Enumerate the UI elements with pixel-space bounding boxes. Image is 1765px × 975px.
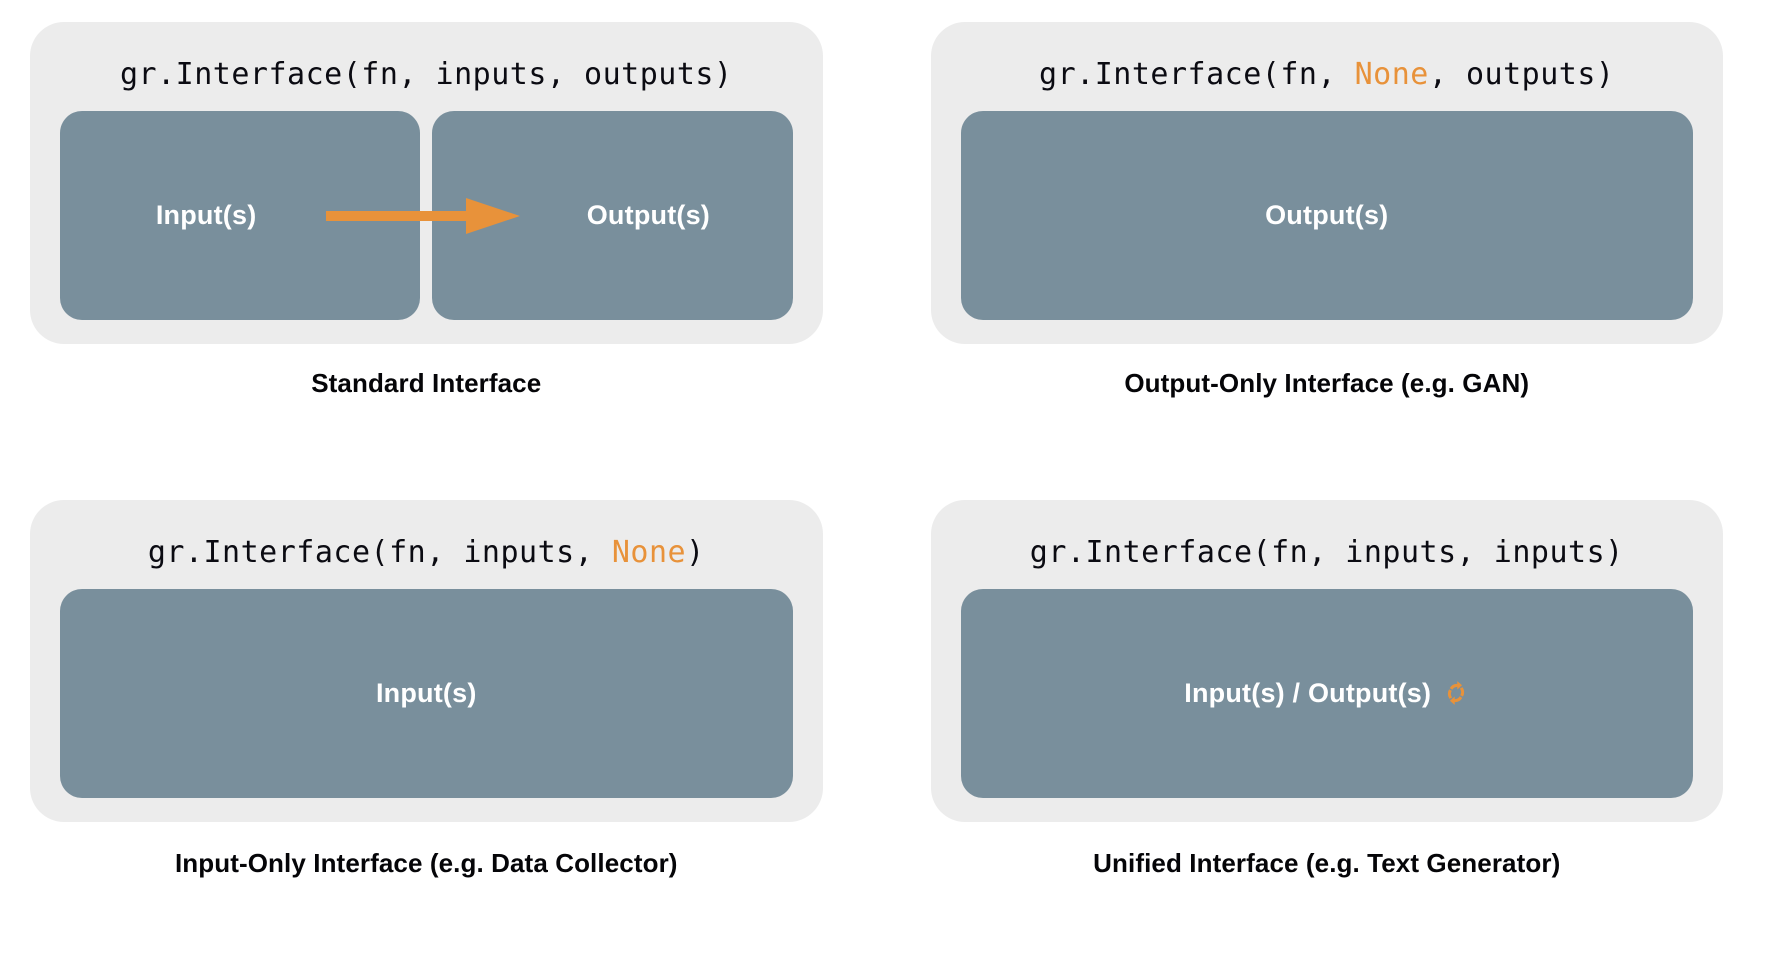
code-signature-unified: gr.Interface(fn, inputs, inputs) (1030, 530, 1624, 575)
caption-output-only: Output-Only Interface (e.g. GAN) (1124, 368, 1530, 398)
box-row-standard: Input(s) Output(s) (60, 111, 793, 320)
panel-unified-interface: gr.Interface(fn, inputs, inputs) Input(s… (883, 488, 1765, 975)
caption-unified: Unified Interface (e.g. Text Generator) (1093, 847, 1561, 878)
input-output-box: Input(s) / Output(s) (960, 588, 1693, 798)
caption-standard: Standard Interface (311, 368, 542, 398)
output-box-label: Output(s) (586, 200, 710, 230)
code-text-before: gr.Interface(fn, inputs, outputs) (119, 57, 733, 92)
panel-standard-interface: gr.Interface(fn, inputs, outputs) Input(… (0, 0, 883, 488)
output-box-label: Output(s) (1265, 200, 1389, 230)
input-box: Input(s) (60, 588, 793, 798)
output-box: Output(s) (960, 111, 1693, 320)
input-box-label: Input(s) (375, 677, 477, 708)
caption-input-only: Input-Only Interface (e.g. Data Collecto… (174, 847, 678, 878)
box-row-output-only: Output(s) (960, 111, 1693, 320)
panel-body-output-only: gr.Interface(fn, None, outputs) Output(s… (930, 22, 1723, 344)
input-output-text: Input(s) / Output(s) (1184, 677, 1432, 708)
box-row-input-only: Input(s) (60, 588, 793, 798)
input-output-box-label: Input(s) / Output(s) (1184, 678, 1469, 709)
panel-body-input-only: gr.Interface(fn, inputs, None) Input(s) (30, 499, 823, 822)
code-signature-output-only: gr.Interface(fn, None, outputs) (1039, 52, 1614, 97)
code-keyword-none: None (611, 534, 687, 570)
code-signature-input-only: gr.Interface(fn, inputs, None) (148, 530, 705, 575)
code-text-after: ) (686, 534, 705, 570)
panel-body-unified: gr.Interface(fn, inputs, inputs) Input(s… (930, 499, 1723, 822)
code-text-after: , outputs) (1428, 57, 1615, 92)
code-keyword-none: None (1354, 57, 1429, 92)
output-box: Output(s) (432, 111, 793, 320)
panel-body-standard: gr.Interface(fn, inputs, outputs) Input(… (30, 22, 823, 344)
cycle-icon (1448, 681, 1465, 705)
code-text-before: gr.Interface(fn, inputs, inputs) (1029, 534, 1624, 570)
panel-output-only-interface: gr.Interface(fn, None, outputs) Output(s… (883, 0, 1765, 488)
code-text-before: gr.Interface(fn, inputs, (147, 534, 612, 570)
code-signature-standard: gr.Interface(fn, inputs, outputs) (120, 52, 733, 97)
box-row-unified: Input(s) / Output(s) (960, 588, 1693, 798)
input-box: Input(s) (60, 111, 421, 320)
code-text-before: gr.Interface(fn, (1039, 57, 1355, 92)
input-box-label: Input(s) (155, 200, 257, 230)
panel-input-only-interface: gr.Interface(fn, inputs, None) Input(s) … (0, 488, 883, 975)
